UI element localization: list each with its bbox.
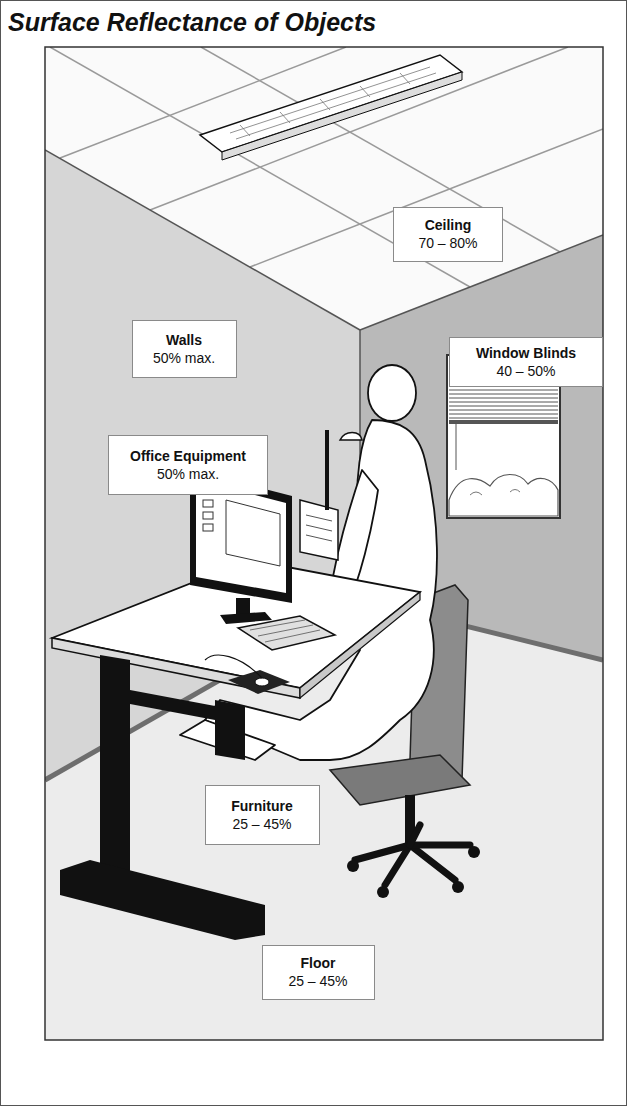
reflectance-value: 25 – 45% — [214, 815, 311, 833]
label-box: Office Equipment50% max. — [108, 435, 268, 495]
surface-name: Floor — [271, 954, 366, 972]
reflectance-value: 25 – 45% — [271, 972, 366, 990]
label-box: Window Blinds40 – 50% — [449, 337, 603, 387]
label-box: Ceiling70 – 80% — [393, 207, 503, 262]
surface-name: Furniture — [214, 797, 311, 815]
label-box: Furniture25 – 45% — [205, 785, 320, 845]
reflectance-value: 40 – 50% — [458, 362, 594, 380]
surface-name: Ceiling — [402, 216, 494, 234]
label-box: Walls50% max. — [132, 320, 237, 378]
diagram-title: Surface Reflectance of Objects — [8, 8, 376, 37]
surface-name: Window Blinds — [458, 344, 594, 362]
surface-name: Walls — [141, 331, 228, 349]
reflectance-value: 50% max. — [141, 349, 228, 367]
scene-frame — [45, 47, 603, 1040]
surface-name: Office Equipment — [117, 447, 259, 465]
label-box: Floor25 – 45% — [262, 945, 375, 1000]
reflectance-value: 50% max. — [117, 465, 259, 483]
reflectance-value: 70 – 80% — [402, 234, 494, 252]
room-scene — [45, 47, 603, 1040]
